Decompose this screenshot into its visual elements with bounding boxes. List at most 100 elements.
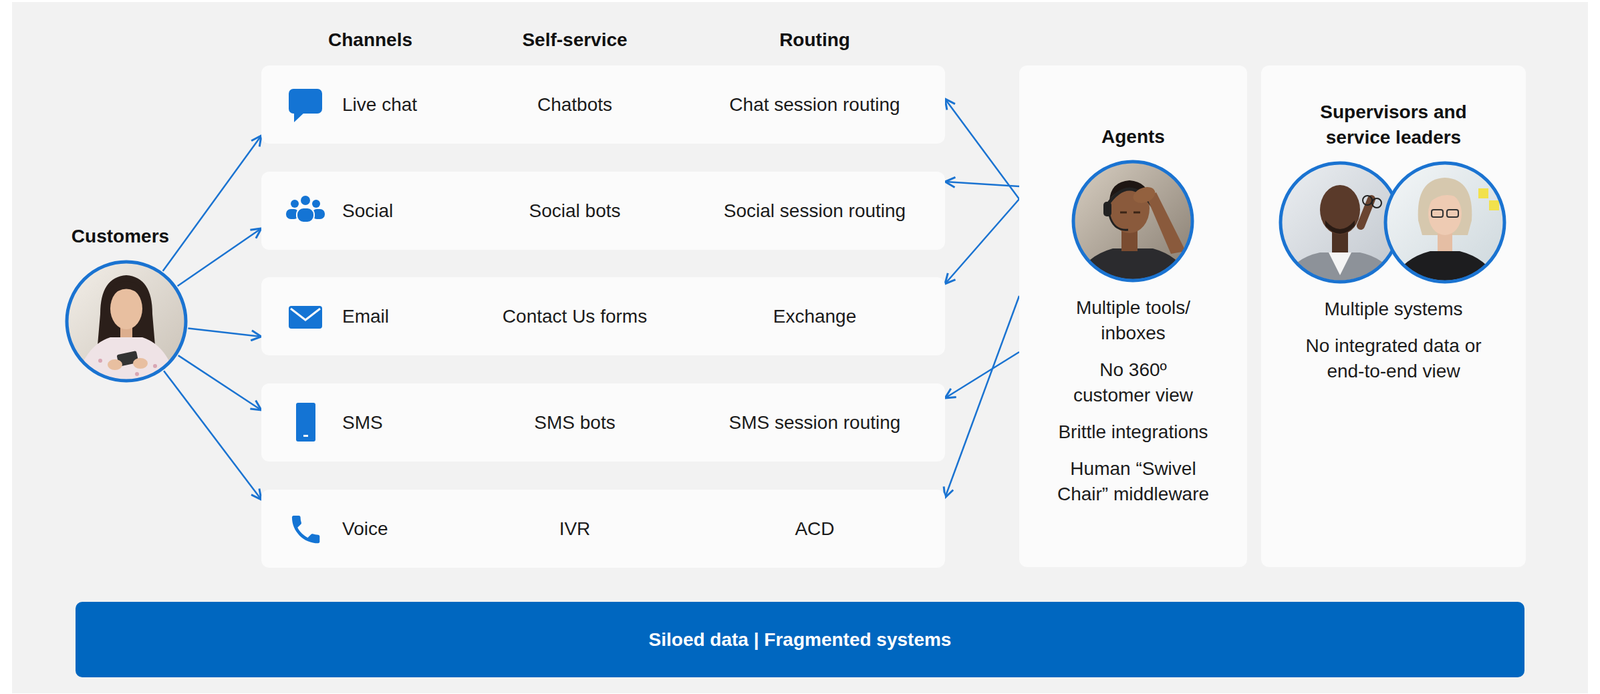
supervisor-photo-part — [1478, 188, 1489, 199]
social-icon — [286, 195, 325, 223]
persona-node: Customers — [66, 261, 186, 381]
routing-label: Social session routing — [688, 198, 942, 224]
voice-icon — [292, 515, 320, 544]
customer-photo-part — [96, 275, 157, 361]
channel-row: EmailContact Us formsExchange — [261, 277, 946, 356]
status-band: Siloed data | Fragmented systems — [75, 602, 1525, 678]
supervisor-photo-part — [1437, 228, 1453, 252]
flow-arrow — [945, 199, 1020, 285]
column-header: Routing — [714, 27, 915, 53]
chat-icon-part — [288, 88, 323, 114]
customer-photo — [66, 261, 186, 388]
supervisor-photo-part — [1489, 200, 1500, 211]
pain-point: Multiple systems — [1286, 296, 1501, 323]
supervisor-photo — [1280, 163, 1400, 289]
agent-photo-part — [1120, 211, 1141, 214]
panel-heading: Agents — [1033, 124, 1234, 150]
supervisor-photo-part — [1431, 209, 1443, 218]
sms-icon-part — [303, 435, 309, 438]
customer-photo-part — [120, 324, 133, 341]
customer-photo-part — [135, 372, 140, 377]
social-icon-part — [312, 209, 325, 220]
self-service-label: IVR — [461, 516, 689, 543]
flow-arrow — [163, 370, 262, 500]
agent-photo-part — [1109, 183, 1150, 234]
column-header: Channels — [270, 27, 471, 53]
email-icon-part — [290, 308, 321, 321]
supervisor-photo-part — [1319, 185, 1361, 235]
social-icon-part — [286, 209, 299, 220]
photo-ring — [1385, 163, 1505, 283]
channel-name: Live chat — [342, 92, 462, 118]
persona-panel: Supervisors and service leadersMultiple … — [1261, 65, 1526, 568]
band-text: Siloed data | Fragmented systems — [648, 627, 952, 653]
supervisor-photo-part — [1446, 209, 1459, 218]
flow-arrow — [178, 355, 262, 411]
agent-photo-part — [1146, 192, 1186, 254]
agent-photo-part — [1073, 248, 1194, 288]
column-header-slot: Channels — [270, 27, 471, 53]
channel-name: Email — [342, 304, 462, 330]
customer-photo-part — [116, 350, 139, 367]
flow-arrow — [945, 98, 1020, 200]
supervisor-photo-part — [1325, 220, 1355, 234]
supervisor-photo-part — [1360, 199, 1372, 226]
social-icon-part — [312, 199, 321, 208]
flow-arrow — [945, 352, 1020, 399]
photo-ring — [1073, 161, 1193, 281]
sms-icon — [296, 403, 316, 442]
agent-photo-part — [1103, 201, 1112, 217]
column-header-slot: Routing — [714, 27, 915, 53]
supervisor-photo — [1385, 163, 1505, 289]
chat-icon — [288, 88, 323, 123]
supervisor-photo-part — [1388, 251, 1502, 289]
supervisor-photo-part — [1418, 177, 1473, 236]
supervisor-photo-part — [1372, 198, 1382, 208]
social-icon-part — [296, 207, 315, 223]
routing-label: ACD — [688, 516, 942, 543]
channel-name: SMS — [342, 410, 462, 436]
column-header-slot: Self-service — [474, 27, 676, 53]
pain-point: Human “Swivel Chair” middleware — [1053, 456, 1214, 508]
customer-photo-part — [110, 288, 143, 330]
supervisor-photo-part — [1328, 252, 1352, 276]
flow-arrow — [163, 135, 262, 272]
routing-label: SMS session routing — [688, 410, 942, 436]
agent-photo-part — [1106, 189, 1153, 206]
channel-row: Live chatChatbotsChat session routing — [261, 65, 946, 144]
customer-photo-part — [132, 358, 148, 369]
channel-name: Social — [342, 198, 462, 224]
customer-photo-part — [74, 337, 178, 388]
pain-point: Multiple tools/ inboxes — [1046, 295, 1221, 347]
pain-point: Brittle integrations — [1036, 419, 1231, 446]
customer-photo-part — [153, 364, 158, 369]
sms-icon-part — [296, 403, 316, 442]
node-heading: Customers — [33, 223, 208, 250]
supervisor-photo-part — [1428, 187, 1464, 204]
photo-ring — [66, 261, 186, 381]
self-service-label: Contact Us forms — [461, 304, 689, 330]
agent-photo-part — [1109, 215, 1129, 230]
routing-label: Chat session routing — [688, 92, 942, 118]
agent-photo-part — [1109, 180, 1150, 201]
customer-photo-part — [110, 281, 143, 298]
social-icon-part — [300, 195, 311, 206]
email-icon — [288, 306, 323, 329]
supervisor-photo-part — [1362, 195, 1373, 206]
customer-photo-part — [98, 358, 103, 363]
agent-photo-part — [1130, 184, 1157, 206]
customer-photo-part — [66, 261, 186, 381]
flow-arrow — [945, 296, 1020, 498]
channel-row: VoiceIVRACD — [261, 489, 946, 569]
supervisor-photo-part — [1280, 252, 1400, 289]
persona-panel: AgentsMultiple tools/ inboxesNo 360º cus… — [1019, 65, 1248, 568]
supervisor-photo-part — [1385, 163, 1505, 283]
photo-ring — [1280, 163, 1400, 283]
channel-name: Voice — [342, 516, 462, 543]
agent-photo-part — [1073, 161, 1193, 281]
customer-photo-part — [107, 359, 123, 371]
agent-photo-part — [1121, 227, 1138, 252]
social-icon-part — [290, 199, 299, 208]
routing-label: Exchange — [688, 304, 942, 330]
